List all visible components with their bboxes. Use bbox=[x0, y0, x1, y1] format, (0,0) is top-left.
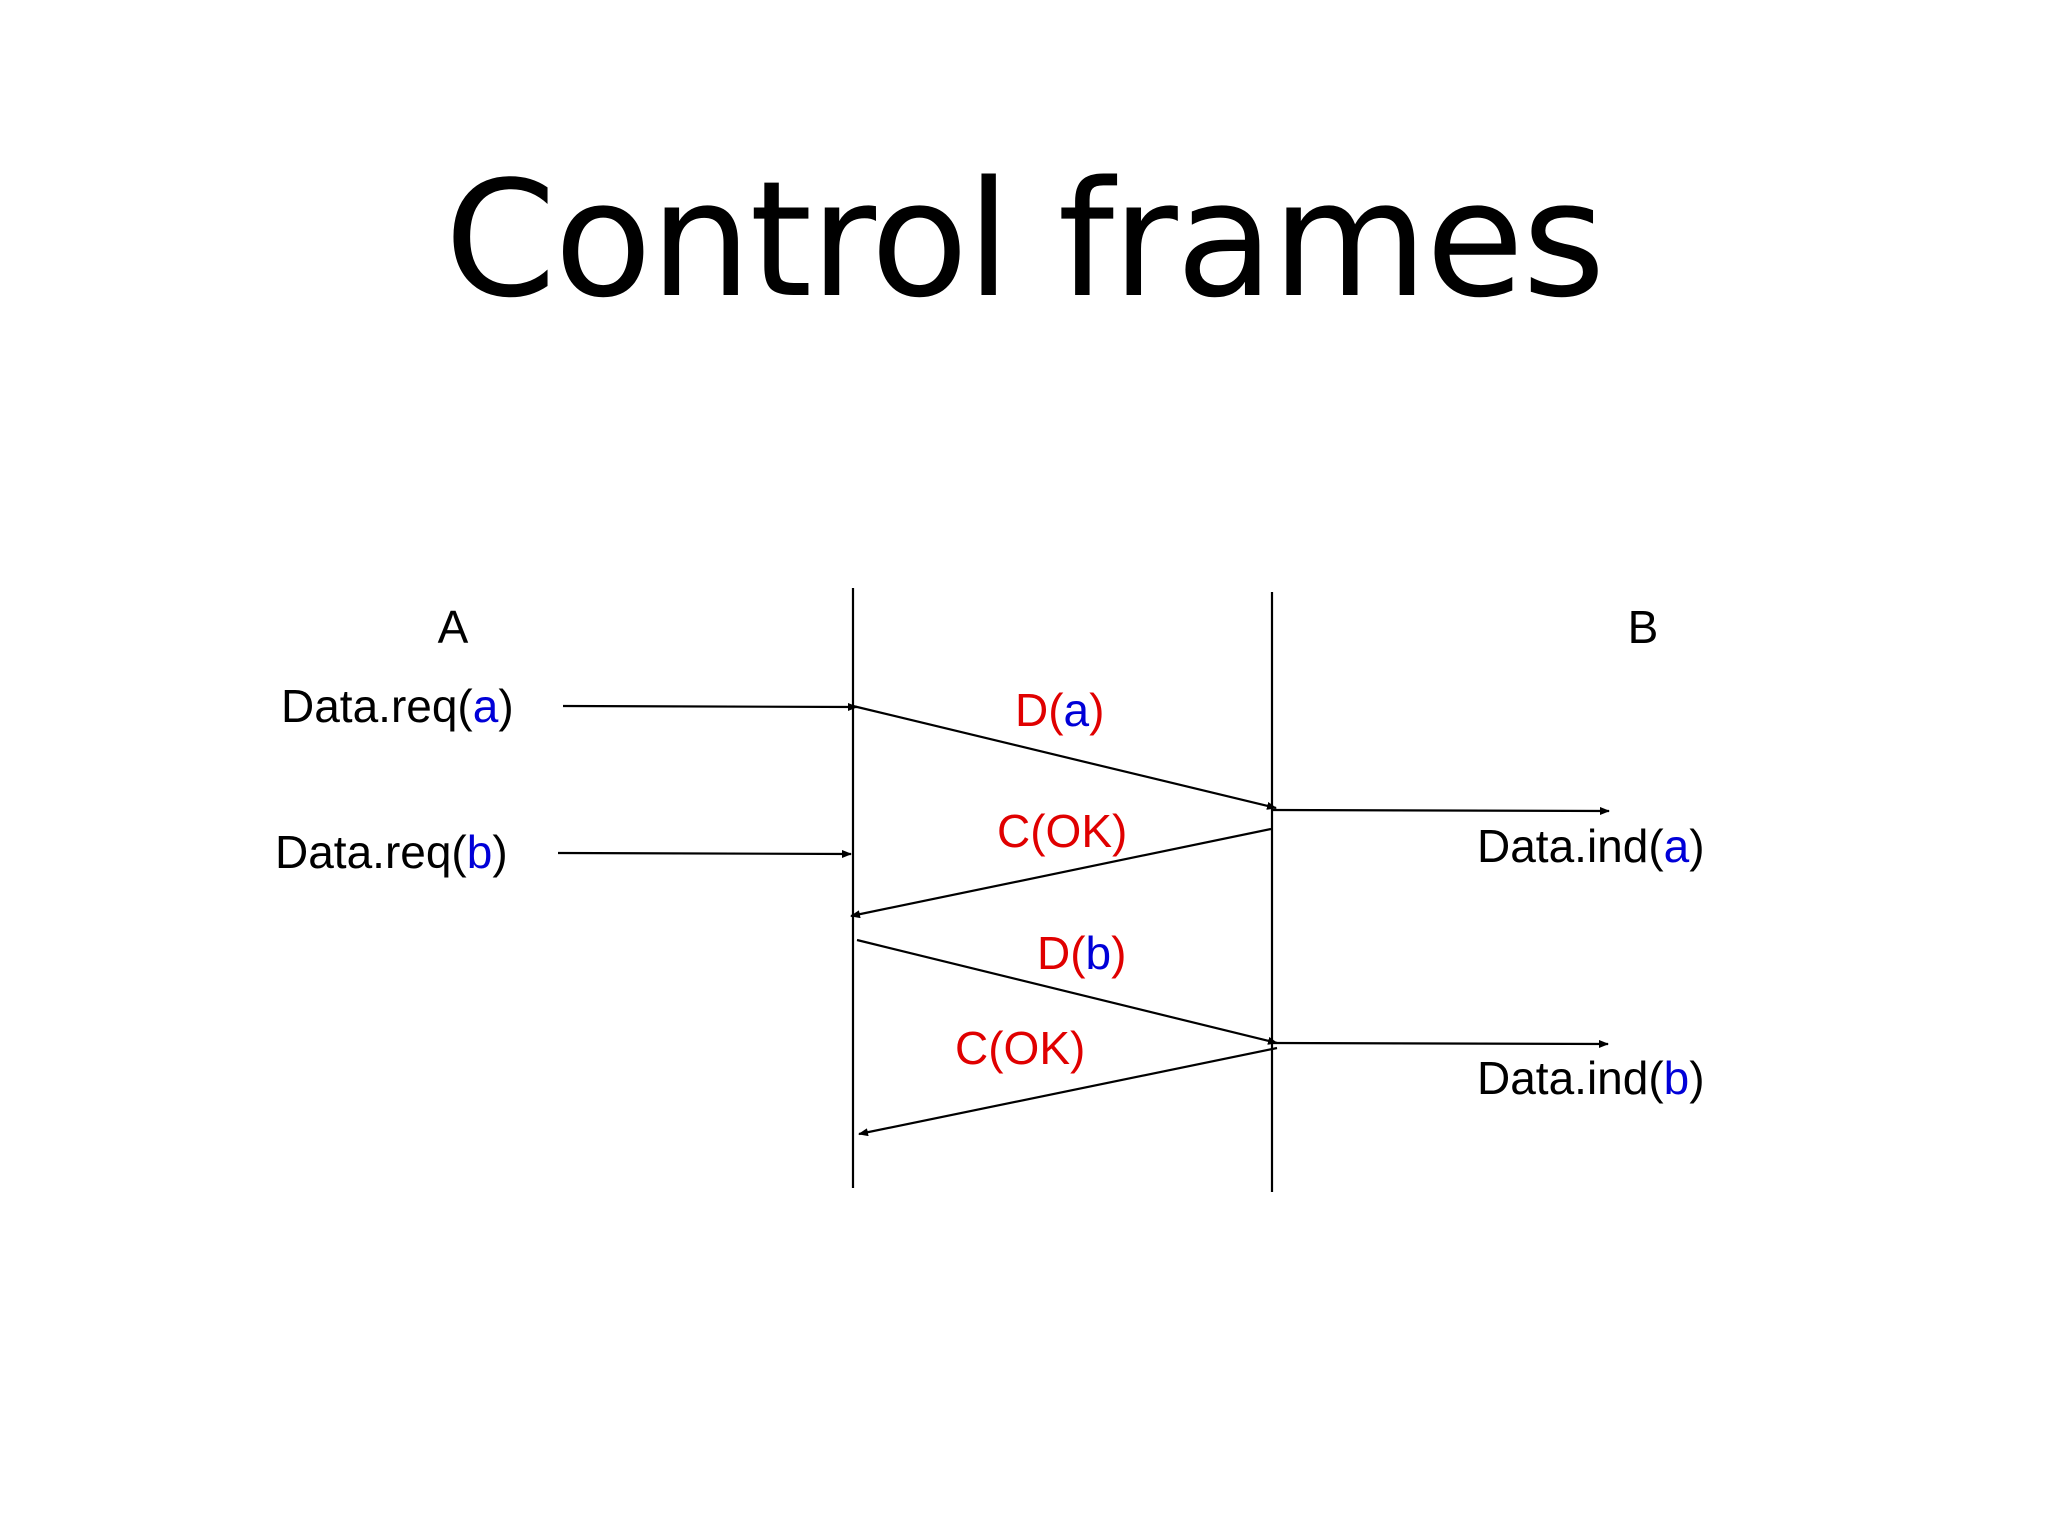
control-frame-1-label: C(OK) bbox=[997, 805, 1127, 857]
label-prefix: Data.req( bbox=[275, 826, 467, 878]
data-req-a-label: Data.req(a) bbox=[281, 680, 514, 732]
entity-b-label: B bbox=[1628, 601, 1659, 653]
label-suffix: ) bbox=[1111, 927, 1126, 979]
label-prefix: Data.ind( bbox=[1477, 1052, 1664, 1104]
data-ind-a-label: Data.ind(a) bbox=[1477, 820, 1705, 872]
control-frame-2-arrow bbox=[858, 1046, 1278, 1137]
data-frame-b-arrow bbox=[856, 938, 1278, 1045]
data-frame-b-label: D(b) bbox=[1037, 927, 1126, 979]
data-frame-a-label: D(a) bbox=[1015, 684, 1104, 736]
label-argument: a bbox=[473, 680, 499, 732]
data-req-b-label: Data.req(b) bbox=[275, 826, 508, 878]
control-frame-2-label: C(OK) bbox=[955, 1022, 1085, 1074]
label-argument: b bbox=[1086, 927, 1112, 979]
label-prefix: D( bbox=[1037, 927, 1086, 979]
label-suffix: ) bbox=[492, 826, 507, 878]
label-argument: b bbox=[1664, 1052, 1690, 1104]
control-frame-1-arrow bbox=[850, 827, 1272, 919]
label-suffix: ) bbox=[1689, 1052, 1704, 1104]
label-prefix: Data.ind( bbox=[1477, 820, 1664, 872]
ind-a-arrow bbox=[1271, 806, 1610, 815]
ind-b-arrow bbox=[1271, 1039, 1609, 1048]
data-ind-b-label: Data.ind(b) bbox=[1477, 1052, 1705, 1104]
label-argument: a bbox=[1664, 820, 1690, 872]
entity-a-label: A bbox=[438, 601, 469, 653]
data-frame-a-arrow bbox=[852, 704, 1277, 810]
req-a-arrow bbox=[562, 702, 858, 711]
label-prefix: Data.req( bbox=[281, 680, 473, 732]
label-suffix: ) bbox=[1089, 684, 1104, 736]
label-prefix: D( bbox=[1015, 684, 1064, 736]
req-b-arrow bbox=[557, 849, 852, 858]
label-suffix: ) bbox=[1689, 820, 1704, 872]
slide-title: Control frames bbox=[444, 146, 1605, 333]
label-suffix: ) bbox=[498, 680, 513, 732]
label-argument: a bbox=[1064, 684, 1090, 736]
label-argument: b bbox=[467, 826, 493, 878]
